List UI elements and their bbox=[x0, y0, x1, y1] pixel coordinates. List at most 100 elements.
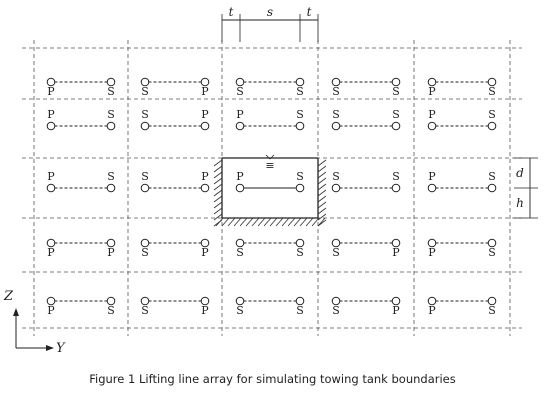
vortex-right-marker bbox=[487, 77, 497, 87]
vortex-right-marker bbox=[391, 121, 401, 131]
vortex-left-marker bbox=[427, 121, 437, 131]
tip-label-left: S bbox=[332, 304, 340, 317]
dim-label-h: h bbox=[516, 196, 524, 210]
vortex-left-marker bbox=[140, 121, 150, 131]
vortex-right-marker bbox=[106, 121, 116, 131]
vortex-left-marker bbox=[427, 183, 437, 193]
hatch-bottom bbox=[251, 217, 260, 227]
hatch-bottom bbox=[293, 217, 302, 227]
tip-label-left: P bbox=[428, 170, 436, 183]
hatch-bottom bbox=[317, 217, 326, 227]
tip-label-left: S bbox=[141, 170, 149, 183]
vortex-right-marker bbox=[106, 77, 116, 87]
tip-label-left: S bbox=[332, 246, 340, 259]
tip-label-left: P bbox=[236, 170, 244, 183]
vortex-left-marker bbox=[140, 183, 150, 193]
vortex-right-marker bbox=[487, 296, 497, 306]
hatch-right bbox=[317, 201, 327, 209]
tip-label-right: S bbox=[296, 246, 304, 259]
tip-label-left: S bbox=[236, 304, 244, 317]
hatch-left bbox=[213, 171, 223, 179]
hatch-bottom bbox=[281, 217, 290, 227]
water-mark-tick-right bbox=[269, 154, 275, 160]
tip-label-right: S bbox=[392, 108, 400, 121]
vortex-right-marker bbox=[295, 77, 305, 87]
vortex-left-marker bbox=[331, 183, 341, 193]
tip-label-left: S bbox=[332, 170, 340, 183]
dim-label-t-left: t bbox=[229, 5, 234, 19]
vortex-left-marker bbox=[140, 77, 150, 87]
tip-label-left: P bbox=[47, 85, 55, 98]
hatch-right bbox=[317, 165, 327, 173]
vortex-left-marker bbox=[331, 77, 341, 87]
tip-label-left: P bbox=[428, 246, 436, 259]
tip-label-right: S bbox=[296, 304, 304, 317]
tip-label-right: S bbox=[107, 170, 115, 183]
vortex-right-marker bbox=[200, 296, 210, 306]
cell-grid bbox=[22, 40, 522, 336]
tip-label-right: S bbox=[296, 108, 304, 121]
vortex-left-marker bbox=[46, 296, 56, 306]
hatch-bottom bbox=[311, 217, 320, 227]
hatch-right bbox=[317, 159, 327, 167]
vortex-right-marker bbox=[487, 183, 497, 193]
hatch-bottom bbox=[233, 217, 242, 227]
water-surface-symbol: ≡ bbox=[265, 159, 274, 172]
vortex-right-marker bbox=[200, 238, 210, 248]
vortex-left-marker bbox=[427, 77, 437, 87]
hatch-right bbox=[317, 171, 327, 179]
vortex-left-marker bbox=[235, 77, 245, 87]
vortex-right-marker bbox=[106, 183, 116, 193]
vortex-left-marker bbox=[331, 238, 341, 248]
hatch-left bbox=[213, 201, 223, 209]
vortex-right-marker bbox=[200, 77, 210, 87]
tip-label-right: P bbox=[201, 108, 209, 121]
tip-label-left: P bbox=[47, 246, 55, 259]
vortex-right-marker bbox=[391, 183, 401, 193]
vortex-left-marker bbox=[427, 296, 437, 306]
vortex-right-marker bbox=[295, 296, 305, 306]
tip-label-right: S bbox=[488, 85, 496, 98]
vortex-left-marker bbox=[331, 121, 341, 131]
vortex-right-marker bbox=[295, 183, 305, 193]
hatch-right bbox=[317, 183, 327, 191]
vortex-right-marker bbox=[106, 238, 116, 248]
hatch-bottom bbox=[215, 217, 224, 227]
tip-label-right: P bbox=[201, 85, 209, 98]
tip-label-left: P bbox=[236, 108, 244, 121]
vortex-left-marker bbox=[46, 238, 56, 248]
tip-label-right: P bbox=[392, 246, 400, 259]
tip-label-left: P bbox=[428, 108, 436, 121]
vortex-right-marker bbox=[106, 296, 116, 306]
tip-label-right: P bbox=[107, 246, 115, 259]
tip-label-right: S bbox=[296, 170, 304, 183]
hatch-bottom bbox=[239, 217, 248, 227]
tip-label-left: S bbox=[141, 304, 149, 317]
tip-label-left: P bbox=[47, 108, 55, 121]
tip-label-right: P bbox=[201, 170, 209, 183]
hatch-bottom bbox=[245, 217, 254, 227]
vortex-right-marker bbox=[391, 238, 401, 248]
vortex-left-marker bbox=[331, 296, 341, 306]
hatch-bottom bbox=[263, 217, 272, 227]
tip-label-right: S bbox=[392, 85, 400, 98]
hatch-right bbox=[317, 213, 327, 221]
hatch-left bbox=[213, 165, 223, 173]
tip-label-right: P bbox=[201, 246, 209, 259]
hatch-right bbox=[317, 195, 327, 203]
z-axis-label: Z bbox=[3, 289, 14, 304]
dimension-annotations: t s t d h bbox=[221, 5, 538, 219]
hatch-left bbox=[213, 213, 223, 221]
tip-label-right: P bbox=[201, 304, 209, 317]
vortex-right-marker bbox=[391, 296, 401, 306]
tip-label-right: S bbox=[107, 108, 115, 121]
vortex-right-marker bbox=[200, 121, 210, 131]
tip-label-right: S bbox=[488, 246, 496, 259]
dim-label-s: s bbox=[267, 5, 273, 19]
dim-label-d: d bbox=[516, 166, 524, 180]
dim-label-t-right: t bbox=[307, 5, 312, 19]
vortex-left-marker bbox=[140, 238, 150, 248]
tip-label-left: S bbox=[141, 246, 149, 259]
tip-label-left: S bbox=[141, 108, 149, 121]
